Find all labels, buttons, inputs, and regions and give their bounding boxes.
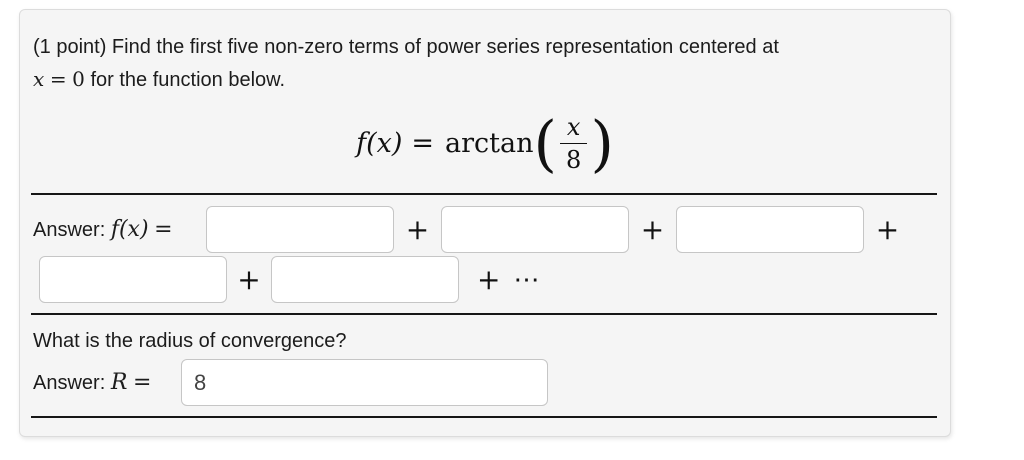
- statement-line2-text: for the function below.: [90, 69, 286, 91]
- statement-line2: x = 0 for the function below.: [33, 63, 933, 96]
- series-term-input-1[interactable]: [206, 206, 394, 253]
- radius-label-r: R: [110, 370, 128, 395]
- statement-eq: =: [49, 67, 67, 91]
- ellipsis-dots: ⋯: [513, 264, 543, 295]
- divider-middle: [31, 313, 937, 315]
- series-term-input-3[interactable]: [676, 206, 864, 253]
- radius-question: What is the radius of convergence?: [33, 330, 347, 352]
- plus-sign-3: +: [875, 213, 900, 246]
- fraction: x 8: [559, 114, 588, 175]
- statement-var: x: [33, 67, 45, 91]
- radius-answer-label: Answer: R =: [33, 370, 181, 395]
- series-term-input-2[interactable]: [441, 206, 629, 253]
- radius-label-equals: =: [132, 370, 152, 395]
- formula-lhs: f(x): [356, 128, 403, 160]
- fraction-denominator: 8: [566, 146, 582, 175]
- radius-answer-row: Answer: R =: [33, 359, 548, 406]
- series-term-input-4[interactable]: [39, 256, 227, 303]
- plus-sign-5: +: [477, 263, 501, 296]
- series-term-input-5[interactable]: [271, 256, 459, 303]
- divider-top: [31, 193, 937, 195]
- answer-label-text: Answer:: [33, 219, 106, 241]
- series-answer-row-2: + + ⋯: [39, 256, 542, 303]
- right-paren: ): [590, 108, 614, 180]
- statement-line1: (1 point) Find the first five non-zero t…: [33, 31, 933, 63]
- answer-label-fx: f(x): [110, 217, 149, 242]
- series-answer-row-1: Answer: f(x) = + + +: [33, 206, 911, 253]
- plus-sign-2: +: [640, 213, 665, 246]
- statement-line1-text: (1 point) Find the first five non-zero t…: [33, 36, 779, 58]
- problem-statement: (1 point) Find the first five non-zero t…: [33, 31, 933, 96]
- radius-label-text: Answer:: [33, 372, 106, 394]
- function-formula: f(x) = arctan ( x 8 ): [20, 108, 950, 180]
- plus-sign-4: +: [237, 263, 261, 296]
- left-paren: (: [533, 108, 557, 180]
- answer-label-equals: =: [154, 217, 173, 242]
- formula-function-name: arctan: [445, 128, 534, 160]
- problem-panel: (1 point) Find the first five non-zero t…: [19, 9, 951, 437]
- statement-zero: 0: [72, 67, 85, 91]
- series-answer-label: Answer: f(x) =: [33, 217, 206, 242]
- formula-equals: =: [411, 128, 435, 160]
- radius-input[interactable]: [181, 359, 548, 406]
- fraction-numerator: x: [559, 114, 588, 145]
- divider-bottom: [31, 416, 937, 418]
- plus-sign-1: +: [405, 213, 430, 246]
